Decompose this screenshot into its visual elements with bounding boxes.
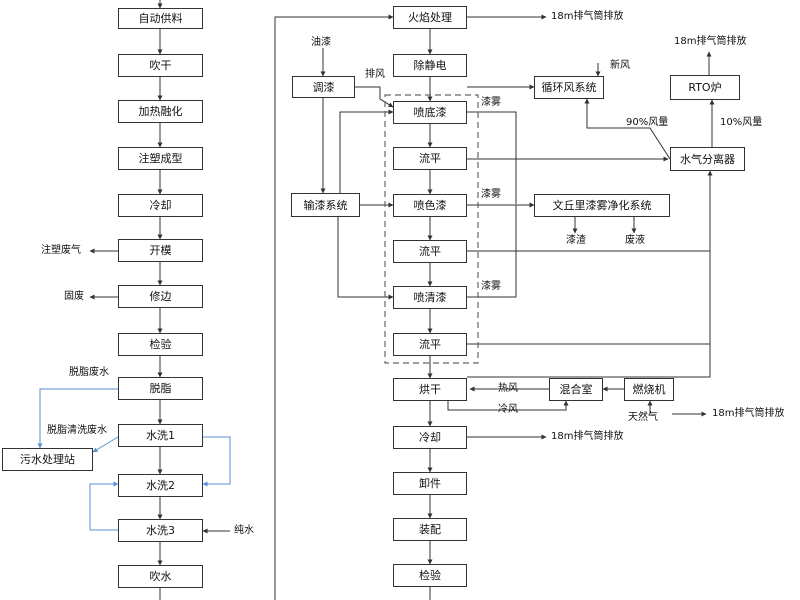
- step-clear-spray: 喷清漆: [393, 286, 467, 309]
- solid-waste-label: 固废: [64, 291, 84, 302]
- step-water-blow: 吹水: [118, 565, 203, 588]
- step-label: 修边: [149, 290, 172, 303]
- step-open-mold: 开模: [118, 239, 203, 262]
- cold-air-label: 冷风: [498, 404, 518, 415]
- step-label: 火焰处理: [408, 11, 452, 24]
- step-leveling-3: 流平: [393, 333, 467, 356]
- step-label: 烘干: [419, 383, 441, 396]
- step-leveling-2: 流平: [393, 240, 467, 263]
- step-label: 卸件: [419, 477, 441, 490]
- mixing-chamber-box: 混合室: [549, 378, 603, 401]
- connector-lines: [89, 0, 715, 600]
- fresh-air-label: 新风: [610, 60, 630, 71]
- burner-box: 燃烧机: [624, 378, 674, 401]
- step-label: 装配: [419, 523, 441, 536]
- step-label: 流平: [419, 152, 441, 165]
- step-label: 开模: [149, 244, 172, 257]
- step-label: 喷底漆: [413, 106, 447, 119]
- hot-air-label: 热风: [498, 383, 518, 394]
- water-lines: [37, 388, 231, 531]
- cooling-exhaust-label: 18m排气筒排放: [551, 431, 624, 442]
- rinse-waste-water-label: 脱脂清洗废水: [47, 425, 107, 436]
- paint-delivery-box: 输漆系统: [291, 193, 360, 217]
- venturi-system-box: 文丘里漆雾净化系统: [534, 194, 670, 217]
- step-label: 加热融化: [138, 105, 183, 118]
- step-label: 水洗3: [146, 524, 175, 537]
- waste-liquid-label: 废液: [625, 235, 645, 246]
- paint-sludge-label: 漆渣: [566, 235, 586, 246]
- recirc-air-box: 循环风系统: [534, 76, 604, 99]
- sewage-station-box: 污水处理站: [2, 448, 93, 471]
- degrease-waste-water-label: 脱脂废水: [69, 367, 109, 378]
- venturi-label: 文丘里漆雾净化系统: [552, 199, 652, 212]
- step-label: 流平: [419, 245, 441, 258]
- step-drying: 烘干: [393, 378, 467, 401]
- rto-label: RTO炉: [688, 81, 722, 94]
- flame-exhaust-label: 18m排气筒排放: [551, 11, 624, 22]
- step-destatic: 除静电: [393, 54, 467, 77]
- step-rinse-3: 水洗3: [118, 519, 203, 542]
- paint-mixing-box: 调漆: [292, 76, 355, 98]
- step-label: 水洗1: [146, 429, 175, 442]
- step-blow-dry: 吹干: [118, 54, 203, 77]
- step-cooling-2: 冷却: [393, 426, 467, 449]
- step-label: 水洗2: [146, 479, 175, 492]
- step-rinse-1: 水洗1: [118, 424, 203, 447]
- step-final-inspection: 检验: [393, 564, 467, 587]
- step-unload: 卸件: [393, 472, 467, 495]
- step-label: 吹干: [149, 59, 172, 72]
- sewage-station-label: 污水处理站: [20, 453, 75, 466]
- step-trimming: 修边: [118, 285, 203, 308]
- step-label: 吹水: [149, 570, 172, 583]
- step-leveling-1: 流平: [393, 147, 467, 170]
- paint-exhaust-label: 排风: [365, 69, 385, 80]
- step-cooling: 冷却: [118, 194, 203, 217]
- step-heat-melt: 加热融化: [118, 100, 203, 123]
- step-flame-treatment: 火焰处理: [393, 6, 467, 29]
- step-primer-spray: 喷底漆: [393, 101, 467, 124]
- rto-exhaust-label: 18m排气筒排放: [674, 36, 747, 47]
- spray-booth-enclosure: [384, 94, 479, 364]
- step-injection-mold: 注塑成型: [118, 147, 203, 170]
- step-label: 冷却: [149, 199, 172, 212]
- step-degrease: 脱脂: [118, 377, 203, 400]
- natural-gas-label: 天然气: [628, 412, 658, 423]
- paint-mist-label-1: 漆雾: [481, 97, 501, 108]
- rto-furnace-box: RTO炉: [670, 75, 740, 100]
- step-label: 流平: [419, 338, 441, 351]
- recirc-air-label: 循环风系统: [541, 81, 597, 94]
- mixing-chamber-label: 混合室: [559, 383, 593, 396]
- step-label: 自动供料: [138, 12, 183, 25]
- step-auto-feed: 自动供料: [118, 8, 203, 29]
- oil-paint-label: 油漆: [311, 37, 331, 48]
- step-rinse-2: 水洗2: [118, 474, 203, 497]
- mold-gas-label: 注塑废气: [41, 245, 81, 256]
- pure-water-label: 纯水: [234, 525, 254, 536]
- step-label: 喷清漆: [413, 291, 447, 304]
- burner-exhaust-label: 18m排气筒排放: [712, 408, 785, 419]
- step-label: 注塑成型: [138, 152, 183, 165]
- step-label: 检验: [149, 338, 172, 351]
- paint-mist-label-3: 漆雾: [481, 281, 501, 292]
- separator-label: 水气分离器: [680, 152, 735, 166]
- step-label: 脱脂: [149, 382, 172, 395]
- step-color-spray: 喷色漆: [393, 194, 467, 217]
- water-gas-separator-box: 水气分离器: [670, 147, 745, 171]
- burner-label: 燃烧机: [632, 383, 666, 396]
- ratio-10-label: 10%风量: [720, 117, 763, 128]
- step-label: 除静电: [413, 59, 447, 72]
- paint-mixing-label: 调漆: [312, 80, 335, 94]
- step-assembly: 装配: [393, 518, 467, 541]
- step-label: 喷色漆: [413, 199, 447, 212]
- step-label: 冷却: [419, 431, 441, 444]
- paint-delivery-label: 输漆系统: [303, 198, 348, 212]
- paint-mist-label-2: 漆雾: [481, 189, 501, 200]
- step-label: 检验: [419, 569, 441, 582]
- step-inspection: 检验: [118, 333, 203, 356]
- ratio-90-label: 90%风量: [626, 117, 669, 128]
